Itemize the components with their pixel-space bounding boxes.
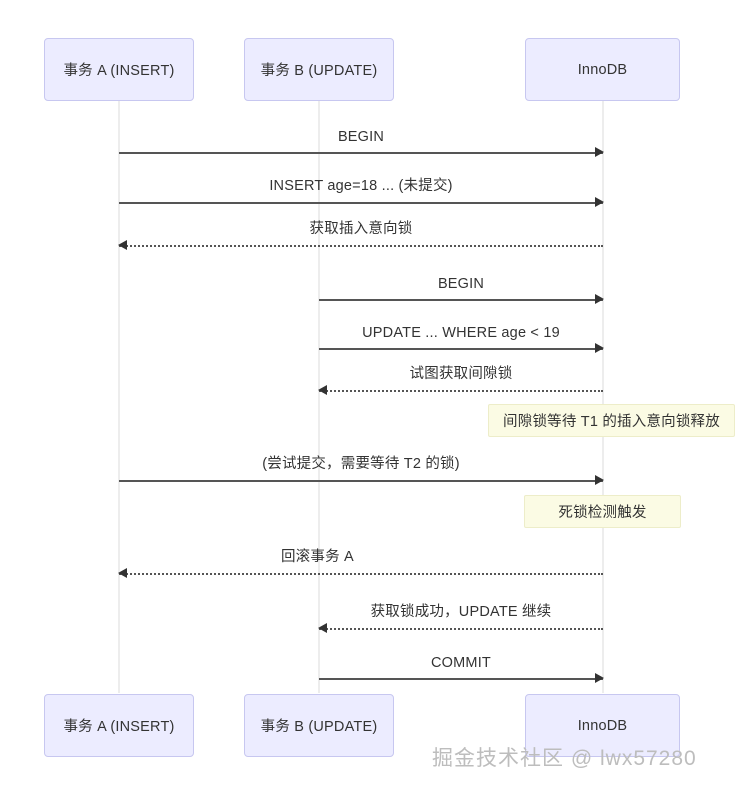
arrow-head-icon xyxy=(595,343,604,353)
message-line xyxy=(319,390,603,392)
arrow-head-icon xyxy=(318,623,327,633)
arrow-head-icon xyxy=(118,568,127,578)
message-line xyxy=(119,245,603,247)
message-line xyxy=(319,348,603,350)
lifeline-b xyxy=(318,101,320,693)
participant-box-top-innodb[interactable]: InnoDB xyxy=(525,38,680,101)
arrow-head-icon xyxy=(118,240,127,250)
lifeline-innodb xyxy=(602,101,604,693)
lifeline-a xyxy=(118,101,120,693)
message-label: BEGIN xyxy=(337,129,385,145)
arrow-head-icon xyxy=(595,673,604,683)
message-line xyxy=(319,299,603,301)
message-label: COMMIT xyxy=(431,655,491,671)
message-line xyxy=(119,202,603,204)
message-line xyxy=(319,678,603,680)
message-label: 获取插入意向锁 xyxy=(309,221,413,237)
arrow-head-icon xyxy=(595,294,604,304)
arrow-head-icon xyxy=(595,197,604,207)
message-label: BEGIN xyxy=(437,276,485,292)
arrow-head-icon xyxy=(595,147,604,157)
note-deadlock-detection: 死锁检测触发 xyxy=(524,495,681,528)
message-label: 获取锁成功，UPDATE 继续 xyxy=(370,604,552,620)
message-line xyxy=(119,152,603,154)
arrow-head-icon xyxy=(595,475,604,485)
arrow-head-icon xyxy=(318,385,327,395)
message-line xyxy=(119,573,603,575)
note-gap-lock-wait: 间隙锁等待 T1 的插入意向锁释放 xyxy=(488,404,735,437)
message-label: (尝试提交，需要等待 T2 的锁) xyxy=(262,456,460,472)
participant-box-bottom-a[interactable]: 事务 A (INSERT) xyxy=(44,694,194,757)
participant-box-top-b[interactable]: 事务 B (UPDATE) xyxy=(244,38,394,101)
message-label: UPDATE ... WHERE age < 19 xyxy=(362,325,560,341)
participant-box-top-a[interactable]: 事务 A (INSERT) xyxy=(44,38,194,101)
participant-box-bottom-b[interactable]: 事务 B (UPDATE) xyxy=(244,694,394,757)
message-label: 试图获取间隙锁 xyxy=(409,366,513,382)
participant-box-bottom-innodb[interactable]: InnoDB xyxy=(525,694,680,757)
message-line xyxy=(119,480,603,482)
message-label: INSERT age=18 ... (未提交) xyxy=(269,178,453,194)
message-label: 回滚事务 A xyxy=(280,549,354,565)
message-line xyxy=(319,628,603,630)
